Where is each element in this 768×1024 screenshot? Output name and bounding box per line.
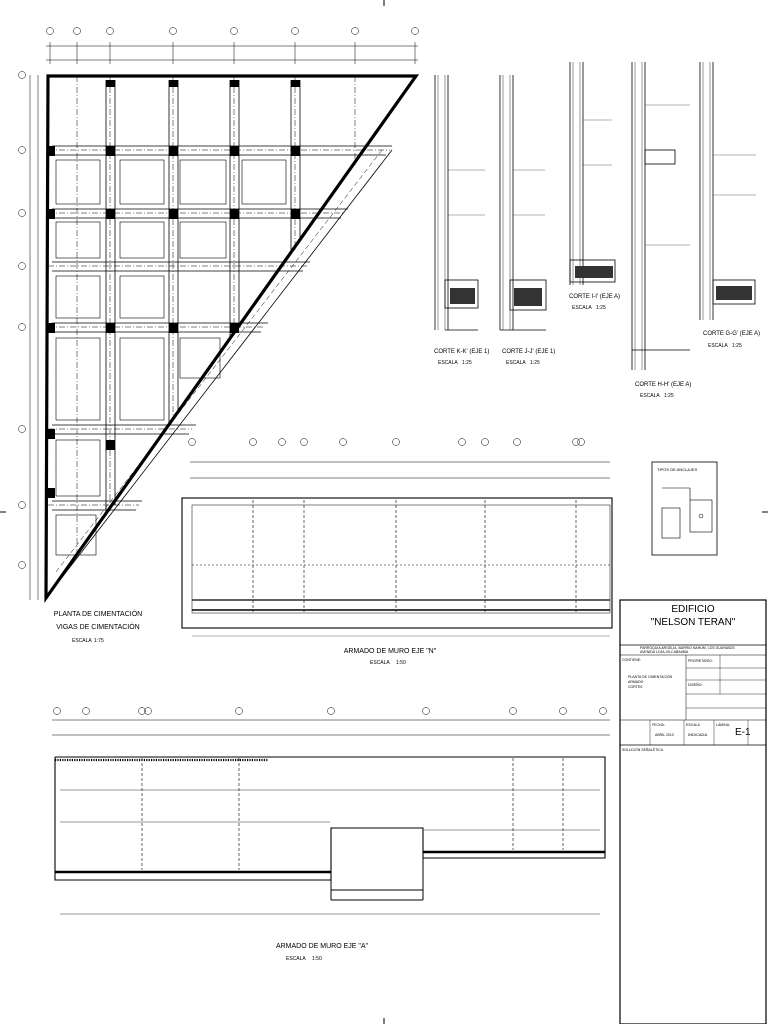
section-gg-scale: 1:25	[732, 343, 742, 349]
plan-scale-word: ESCALA	[72, 638, 92, 644]
anchor-types-box	[651, 461, 718, 556]
owner-label: PROPIETARIO:	[688, 659, 713, 663]
scale-label: ESCALA	[686, 723, 700, 727]
wall-a-title: ARMADO DE MURO EJE "A"	[275, 943, 369, 950]
wall-n-scale-word: ESCALA	[370, 660, 390, 666]
section-ii-scale-word: ESCALA	[572, 305, 592, 311]
plan-title-line1: PLANTA DE CIMENTACIÓN	[53, 611, 143, 618]
section-kk-title: CORTE K-K' (EJE 1)	[434, 349, 490, 355]
project-title-line1: EDIFICIO	[671, 604, 715, 615]
title-block-frame	[619, 599, 767, 1024]
notes-label: SOLUCIÓN SEÑALÉTICA	[622, 748, 664, 752]
title-block-address-2: AVENIDA LOJA-VILCABAMBA	[640, 650, 689, 654]
plan-scale: 1:75	[94, 638, 104, 644]
foundation-plan	[18, 27, 420, 604]
section-kk-scale-word: ESCALA	[438, 360, 458, 366]
designer-label: DISEÑO:	[688, 683, 703, 687]
contains-item-2: ARMADO	[628, 680, 644, 684]
section-jj-scale: 1:25	[530, 360, 540, 366]
section-gg-title: CORTE G-G' (EJE A)	[703, 331, 761, 337]
contains-item-1: PLANTA DE CIMENTACIÓN	[628, 675, 673, 679]
section-ii-scale: 1:25	[596, 305, 606, 311]
section-kk-scale: 1:25	[462, 360, 472, 366]
section-hh-scale: 1:25	[664, 393, 674, 399]
contains-label: CONTIENE:	[622, 658, 642, 662]
contains-item-3: CORTES	[628, 685, 643, 689]
anchor-types-title: TIPOS DE ANCLAJES	[657, 467, 698, 472]
title-block-address: PARROQUIA ARGELIA, BARRIO NAHUM, LOS GUA…	[640, 646, 735, 650]
wall-n-scale: 1:50	[396, 660, 406, 666]
wall-a-scale: 1:50	[312, 956, 322, 962]
sheet-code: E-1	[735, 727, 751, 738]
wall-axis-n-elevation	[181, 438, 613, 637]
section-hh-title: CORTE H-H' (EJE A)	[635, 382, 692, 388]
section-hh-scale-word: ESCALA	[640, 393, 660, 399]
wall-axis-a-elevation	[52, 707, 610, 915]
section-cuts	[434, 62, 756, 370]
plan-title-line2: VIGAS DE CIMENTACIÓN	[56, 624, 140, 631]
section-ii-title: CORTE I-I' (EJE A)	[569, 294, 621, 300]
wall-n-title: ARMADO DE MURO EJE "N"	[343, 648, 437, 655]
wall-a-scale-word: ESCALA	[286, 956, 306, 962]
section-jj-title: CORTE J-J' (EJE 1)	[502, 349, 556, 355]
section-gg-scale-word: ESCALA	[708, 343, 728, 349]
section-jj-scale-word: ESCALA	[506, 360, 526, 366]
date-value: ABRIL 2013	[655, 733, 674, 737]
date-label: FECHA:	[652, 723, 665, 727]
scale-value: INDICADA	[688, 732, 708, 737]
sheet-label: LÁMINA:	[716, 723, 731, 727]
project-title-line2: "NELSON TERAN"	[650, 617, 736, 628]
